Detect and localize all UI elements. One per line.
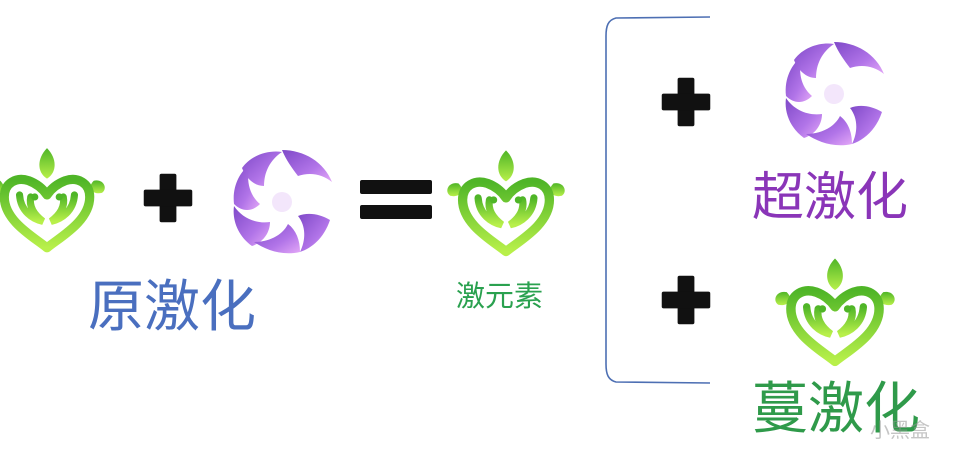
electro-element-icon: [774, 34, 894, 154]
spread-label: 蔓激化: [752, 377, 920, 442]
dendro-element-icon: [0, 138, 108, 260]
plus-icon: [140, 170, 196, 226]
dendro-element-icon: [772, 248, 898, 374]
dendro-element-icon: [444, 140, 568, 264]
original-quicken-label: 原激化: [88, 275, 256, 340]
aggravate-label: 超激化: [752, 168, 909, 228]
electro-element-icon: [222, 142, 342, 262]
equals-icon: [360, 180, 432, 220]
bracket: [600, 16, 712, 384]
quicken-element-label: 激元素: [456, 279, 544, 313]
plus-icon: [658, 272, 714, 328]
plus-icon: [658, 74, 714, 130]
watermark: 小黑盒: [870, 418, 930, 442]
